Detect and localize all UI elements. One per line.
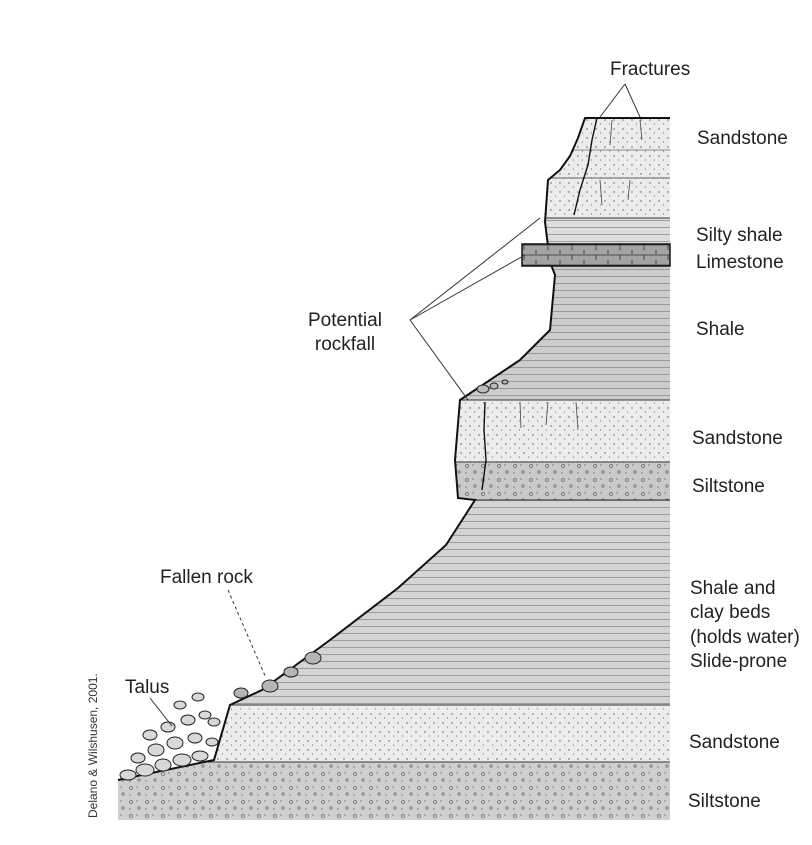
talus-pile: [119, 692, 221, 781]
label-talus: Talus: [125, 677, 170, 698]
label-fractures: Fractures: [610, 59, 691, 80]
label-fallen-rock: Fallen rock: [160, 567, 253, 588]
layer-label-sandstone-lower: Sandstone: [689, 732, 780, 753]
layer-label-siltstone-middle: Siltstone: [692, 476, 765, 497]
layer-label-shale: Shale: [696, 319, 745, 340]
rockfall-blocks: [476, 379, 509, 394]
source-credit: Delano & Wilshusen, 2001.: [86, 673, 100, 818]
cliff-profile-outline: [117, 117, 670, 781]
layer-label-shale-clay: Shale and clay beds (holds water) Slide-…: [690, 578, 800, 672]
fallen-rock-blocks: [233, 651, 322, 699]
layer-label-limestone: Limestone: [696, 252, 784, 273]
layer-label-siltstone-base: Siltstone: [688, 791, 761, 812]
layer-label-sandstone-top: Sandstone: [697, 128, 788, 149]
leader-lines: [149, 83, 641, 727]
joint-lines: [519, 119, 643, 431]
layer-label-sandstone-middle: Sandstone: [692, 428, 783, 449]
limestone-ledge: [521, 243, 671, 267]
layer-label-silty-shale: Silty shale: [696, 225, 783, 246]
label-potential-rockfall: Potential rockfall: [308, 310, 382, 356]
fracture-lines: [481, 117, 598, 491]
